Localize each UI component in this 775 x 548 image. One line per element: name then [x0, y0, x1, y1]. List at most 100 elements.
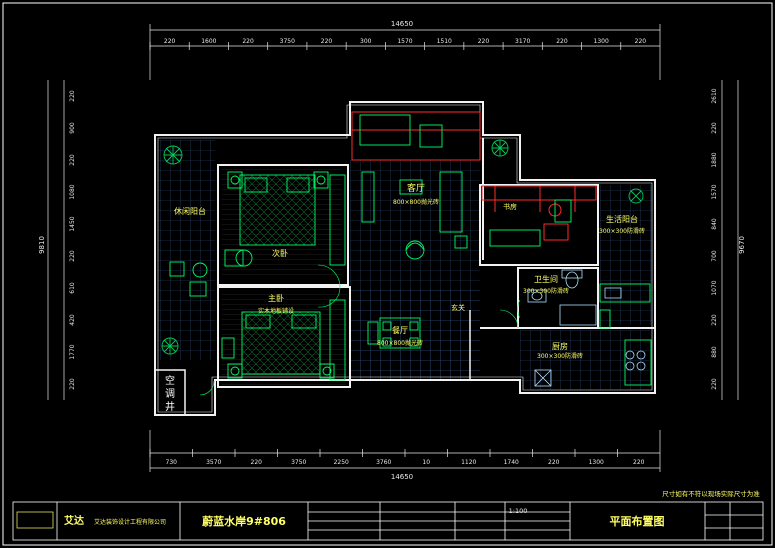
top-dimension-labels: 220 1600 220 3750 220 300 1570 1510 220 3170 220 13…: [164, 38, 646, 45]
right-dimension-value: 1570: [711, 184, 718, 199]
bottom-dimension-labels: 730 3570 220 3750 2250 3760 10 1120 1740 220 1300 2…: [166, 459, 645, 466]
plants: [161, 139, 644, 355]
second-bedroom-name: 次卧: [272, 248, 288, 258]
kitchen-spec: 300×300防滑砖: [537, 352, 583, 360]
bottom-dimension-value: 1300: [589, 459, 604, 466]
drawing-title: 平面布置图: [610, 514, 665, 528]
left-dimension-value: 220: [69, 154, 76, 166]
top-total-dimension: 14650: [391, 20, 413, 28]
bathroom-spec: 300×300防滑砖: [523, 287, 569, 295]
right-dimension-labels: 2610 220 1880 1570 840 700 1070 220 880 220: [711, 88, 718, 390]
master-bed: [227, 311, 335, 379]
top-dimension-value: 3170: [515, 38, 530, 45]
bedroom2-bed: [227, 171, 329, 246]
entry-name: 玄关: [451, 303, 465, 312]
left-dimension-value: 900: [69, 122, 76, 134]
bottom-dimension-value: 730: [166, 459, 178, 466]
left-dimension-value: 420: [69, 314, 76, 326]
top-dimension-value: 1570: [397, 38, 412, 45]
living-room-name: 客厅: [407, 182, 425, 194]
company-name: 艾达装饰设计工程有限公司: [94, 518, 166, 526]
fixtures: [527, 269, 646, 387]
room-labels: 客厅 800×800抛光砖 休闲阳台 次卧 主卧 实木地板铺设 餐厅 800×8…: [174, 182, 645, 360]
service-balcony-spec: 300×300防滑砖: [599, 227, 645, 235]
bottom-dimension-value: 220: [548, 459, 560, 466]
red-accent-elements: [351, 111, 597, 241]
bottom-dimension-value: 220: [633, 459, 645, 466]
bottom-dimension-value: 2250: [334, 459, 349, 466]
door-swings: [199, 264, 521, 396]
bottom-dimension-value: 220: [251, 459, 263, 466]
dining-floor: [350, 290, 480, 380]
living-room-spec: 800×800抛光砖: [393, 198, 439, 206]
bottom-dimension-value: 3570: [206, 459, 221, 466]
top-dimension-value: 220: [556, 38, 568, 45]
service-balcony-name: 生活阳台: [606, 214, 638, 224]
right-dimension-value: 220: [711, 378, 718, 390]
top-dimension-value: 220: [164, 38, 176, 45]
left-dimension-labels: 220 900 220 1080 1450 220 610 420 1770 220: [69, 90, 76, 390]
left-dimension-value: 1770: [69, 344, 76, 359]
right-total-dimension: 9670: [738, 236, 746, 254]
top-dimension-value: 220: [321, 38, 333, 45]
top-dimension-value: 3750: [280, 38, 295, 45]
bottom-total-dimension: 14650: [391, 473, 413, 481]
right-dimension-value: 840: [711, 218, 718, 230]
right-dimensions: [721, 80, 739, 400]
right-dimension-value: 700: [711, 250, 718, 262]
right-dimension-value: 880: [711, 346, 718, 358]
logo-mark: [16, 511, 54, 529]
right-dimension-value: 220: [711, 314, 718, 326]
project-name: 蔚蓝水岸9#806: [202, 514, 286, 528]
left-dimension-value: 610: [69, 282, 76, 294]
ac-shaft-char-2: 调: [165, 388, 175, 400]
title-block: [12, 501, 764, 541]
north-balcony-floor: [158, 140, 215, 360]
left-total-dimension: 9810: [38, 236, 46, 254]
dimension-note: 尺寸如有不符以现场实际尺寸为准: [662, 489, 760, 498]
left-dimension-value: 220: [69, 378, 76, 390]
bathroom-name: 卫生间: [534, 274, 558, 284]
walls: [154, 101, 656, 416]
left-dimension-value: 1080: [69, 184, 76, 199]
ac-shaft-char-1: 空: [165, 374, 175, 387]
top-dimension-value: 1510: [437, 38, 452, 45]
left-dimension-value: 220: [69, 90, 76, 102]
furniture: [161, 114, 652, 386]
master-bedroom-spec: 实木地板铺设: [258, 307, 294, 315]
bottom-dimension-value: 1120: [461, 459, 476, 466]
logo-text: 艾达: [64, 514, 84, 527]
kitchen-name: 厨房: [552, 341, 568, 351]
left-dimensions: [47, 80, 65, 400]
bottom-dimension-value: 3760: [376, 459, 391, 466]
right-dimension-value: 1880: [711, 152, 718, 167]
top-dimension-value: 220: [635, 38, 647, 45]
dining-spec: 800×800抛光砖: [377, 339, 423, 347]
bottom-dimensions: [149, 430, 661, 472]
ac-shaft-char-3: 井: [165, 400, 175, 413]
top-dimensions: [149, 24, 661, 80]
left-dimension-value: 1450: [69, 216, 76, 231]
floor-fills: [158, 140, 652, 390]
top-dimension-value: 220: [242, 38, 254, 45]
right-dimension-value: 220: [711, 122, 718, 134]
top-dimension-value: 1600: [201, 38, 216, 45]
scale-text: 1:100: [509, 507, 528, 515]
service-balcony-floor: [600, 185, 652, 325]
top-dimension-value: 220: [478, 38, 490, 45]
north-balcony-name: 休闲阳台: [174, 206, 206, 216]
top-dimension-value: 1300: [594, 38, 609, 45]
dining-table: [367, 317, 421, 349]
right-dimension-value: 2610: [711, 88, 718, 103]
bottom-dimension-value: 3750: [291, 459, 306, 466]
bottom-dimension-value: 10: [422, 459, 430, 466]
master-bedroom-name: 主卧: [268, 293, 284, 303]
ac-shaft-label: 空 调 井: [165, 374, 175, 413]
bottom-dimension-value: 1740: [504, 459, 519, 466]
right-dimension-value: 1070: [711, 280, 718, 295]
study-name: 书房: [503, 202, 517, 211]
left-dimension-value: 220: [69, 250, 76, 262]
top-dimension-value: 300: [360, 38, 372, 45]
